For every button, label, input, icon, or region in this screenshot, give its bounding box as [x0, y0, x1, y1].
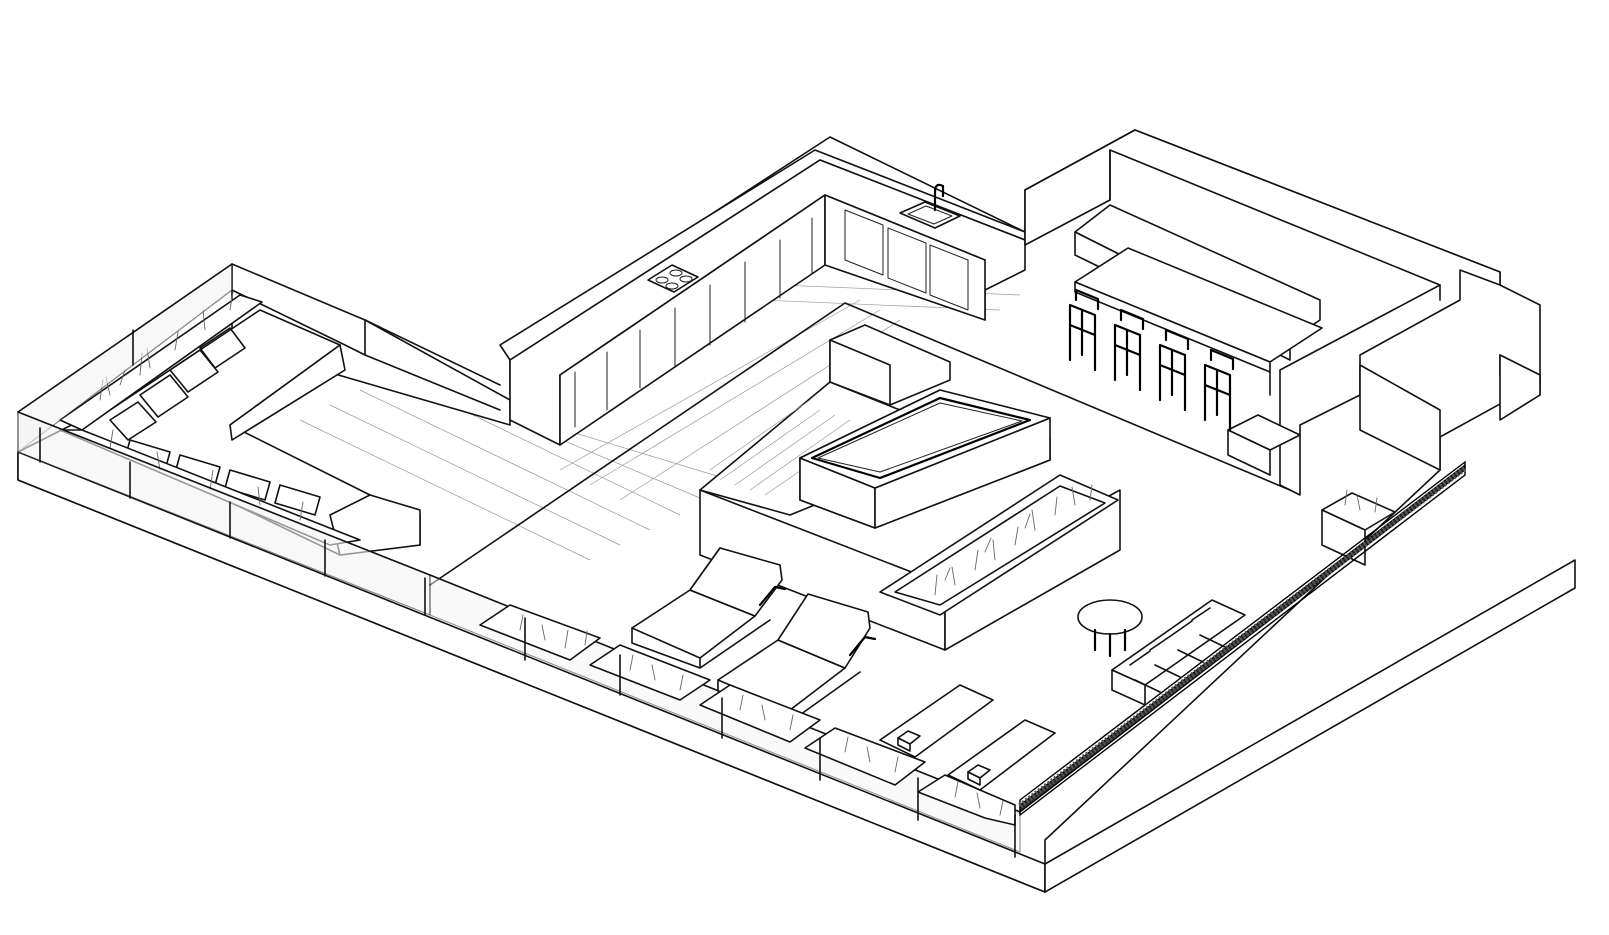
- cooktop: [647, 264, 699, 293]
- yoga-area: [879, 684, 1056, 791]
- planter-bed: [879, 474, 1119, 616]
- railing-planter-1: [479, 604, 601, 661]
- modular-sofa: [1111, 599, 1246, 706]
- sink-with-faucet: [899, 183, 961, 229]
- lounge-deck: [17, 263, 511, 616]
- perforated-screen-wall: [1018, 460, 1467, 817]
- sun-lounger-1: [631, 547, 787, 669]
- bar-stools: [1068, 288, 1235, 432]
- railing-planter-4: [804, 727, 926, 786]
- railing-planters: [429, 574, 1021, 858]
- yoga-mat-1: [879, 684, 994, 758]
- yoga-mat-2: [947, 719, 1056, 791]
- plunge-pool: [799, 389, 1051, 529]
- glass-railing-left: [17, 263, 431, 616]
- dining: [1024, 129, 1501, 496]
- round-side-table: [1077, 599, 1143, 658]
- kitchen: [499, 149, 1026, 446]
- dining-table: [1074, 247, 1323, 396]
- steps: [709, 324, 951, 496]
- base-cabinets: [574, 209, 969, 428]
- railing-planter-3: [699, 684, 821, 743]
- side-lounge: [1018, 354, 1541, 817]
